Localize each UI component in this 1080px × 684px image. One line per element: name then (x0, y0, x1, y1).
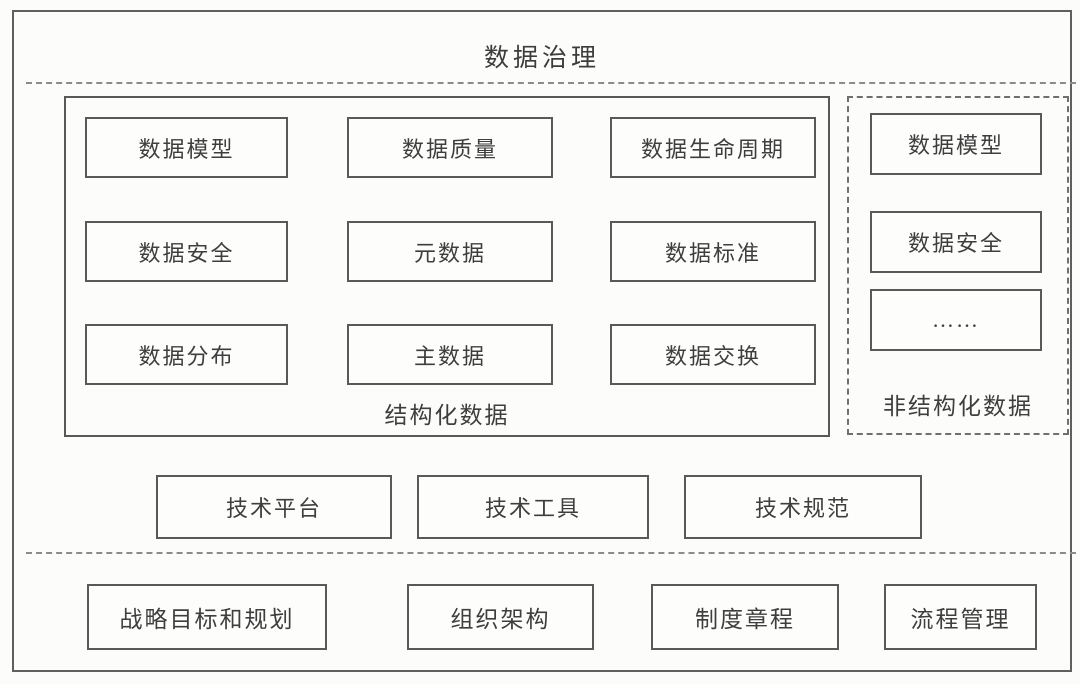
box-data-quality: 数据质量 (347, 117, 553, 178)
box-data-exchange: 数据交换 (610, 324, 816, 385)
structured-data-label: 结构化数据 (384, 403, 510, 428)
box-org-structure: 组织架构 (407, 584, 594, 650)
divider-below-title (26, 82, 1080, 84)
structured-data-group: 数据模型 数据质量 数据生命周期 数据安全 元数据 数据标准 数据分布 主数据 … (64, 96, 830, 437)
box-process-management: 流程管理 (884, 584, 1037, 650)
box-strategy-goals-planning: 战略目标和规划 (87, 584, 327, 650)
unstructured-data-label: 非结构化数据 (883, 394, 1033, 419)
box-data-lifecycle: 数据生命周期 (610, 117, 816, 178)
box-unstructured-data-model: 数据模型 (870, 113, 1042, 175)
box-tech-tools: 技术工具 (417, 475, 649, 539)
box-data-security: 数据安全 (85, 221, 288, 282)
box-data-model: 数据模型 (85, 117, 288, 178)
box-master-data: 主数据 (347, 324, 553, 385)
box-unstructured-ellipsis: …… (870, 289, 1042, 351)
outer-frame: 数据治理 数据模型 数据质量 数据生命周期 数据安全 元数据 数据标准 数据分布… (12, 10, 1080, 672)
box-tech-standards: 技术规范 (684, 475, 922, 539)
unstructured-data-group: 数据模型 数据安全 …… 非结构化数据 (847, 96, 1069, 435)
box-metadata: 元数据 (347, 221, 553, 282)
diagram-title: 数据治理 (483, 45, 600, 72)
box-unstructured-data-security: 数据安全 (870, 211, 1042, 273)
box-data-distribution: 数据分布 (85, 324, 288, 385)
box-tech-platform: 技术平台 (156, 475, 392, 539)
divider-above-governance (26, 552, 1080, 554)
box-policies-charter: 制度章程 (651, 584, 839, 650)
box-data-standard: 数据标准 (610, 221, 816, 282)
